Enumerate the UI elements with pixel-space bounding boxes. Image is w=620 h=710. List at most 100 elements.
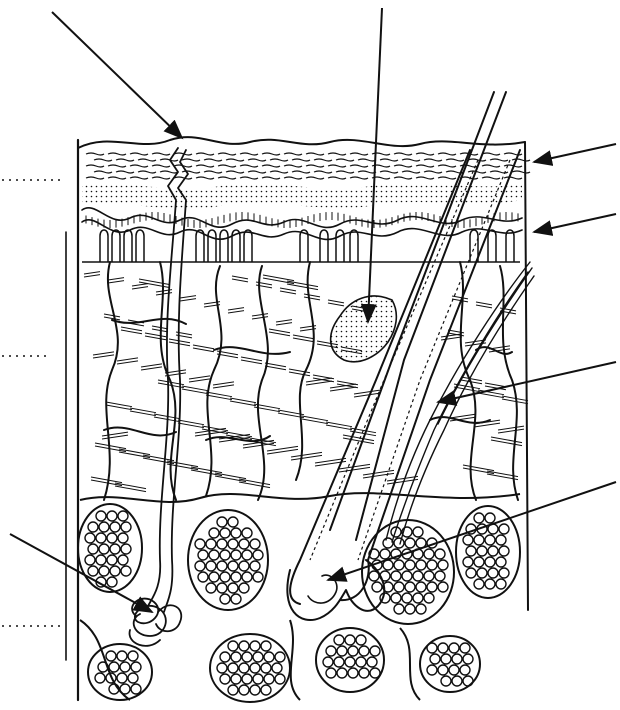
fat-cell <box>394 538 404 548</box>
corneum-stroke <box>358 171 376 173</box>
corneum-stroke <box>394 153 412 155</box>
fat-cell <box>463 676 473 686</box>
fibre-stroke <box>239 482 270 488</box>
subcutaneous-fat <box>78 493 520 702</box>
corneum-stroke <box>380 171 398 173</box>
fat-cell <box>231 674 241 684</box>
fat-cell <box>427 560 437 570</box>
fat-cell <box>452 654 462 664</box>
corneum-stroke <box>116 171 134 173</box>
fat-cell <box>337 646 347 656</box>
fat-cell <box>435 549 445 559</box>
fat-cell <box>326 668 336 678</box>
corneum-stroke <box>424 171 442 173</box>
fibre-stroke <box>119 452 150 458</box>
fat-cell <box>413 571 423 581</box>
fat-cell <box>380 593 390 603</box>
fibre-stroke <box>491 440 522 446</box>
corneum-stroke <box>270 159 288 161</box>
fibre-stroke <box>189 379 210 382</box>
fat-cell <box>107 511 117 521</box>
fat-cell <box>438 560 448 570</box>
fat-cell <box>488 568 498 578</box>
fat-cell <box>242 572 252 582</box>
corneum-stroke <box>130 177 148 179</box>
fat-cell <box>264 674 274 684</box>
fat-cell <box>474 513 484 523</box>
fibre-stroke <box>141 364 162 367</box>
fibre-stroke <box>343 435 374 441</box>
arrow-right-2 <box>534 214 616 232</box>
fat-cell <box>206 539 216 549</box>
fibre-stroke <box>132 284 148 286</box>
fat-cell <box>380 549 390 559</box>
fat-cell <box>334 635 344 645</box>
corneum-stroke <box>284 153 302 155</box>
fat-cell <box>228 583 238 593</box>
fat-cell <box>264 652 274 662</box>
fat-cell <box>110 566 120 576</box>
fat-cell <box>217 561 227 571</box>
corneum-stroke <box>270 171 288 173</box>
corneum-stroke <box>336 159 354 161</box>
fat-cell <box>228 685 238 695</box>
fat-cell <box>118 555 128 565</box>
fat-cell <box>239 583 249 593</box>
fat-cell <box>120 662 130 672</box>
corneum-stroke <box>416 165 434 167</box>
fibre-stroke <box>263 278 294 284</box>
fat-cell <box>460 665 470 675</box>
corneum-stroke <box>460 177 478 179</box>
corneum-stroke <box>226 159 244 161</box>
fibre-stroke <box>180 296 196 298</box>
fibre-stroke <box>115 486 146 492</box>
corneum-stroke <box>438 177 456 179</box>
corneum-stroke <box>350 153 368 155</box>
fat-cell <box>391 593 401 603</box>
fibre-stroke <box>215 476 246 482</box>
corneum-stroke <box>416 153 434 155</box>
fat-cell <box>250 539 260 549</box>
fat-cell <box>106 651 116 661</box>
fat-cell <box>496 579 506 589</box>
fat-cell <box>463 535 473 545</box>
fat-septum <box>400 628 420 700</box>
fat-cell <box>231 652 241 662</box>
fibre-stroke <box>104 314 120 317</box>
fat-cell <box>239 539 249 549</box>
fat-cell <box>250 561 260 571</box>
fat-cell <box>405 560 415 570</box>
papilla <box>488 230 496 262</box>
fibre-stroke <box>304 297 320 300</box>
fat-cell <box>463 557 473 567</box>
fat-cell <box>209 528 219 538</box>
fibre-stroke <box>213 382 234 385</box>
fat-cell <box>128 651 138 661</box>
fat-cell <box>337 668 347 678</box>
fat-cell <box>217 539 227 549</box>
fat-cell <box>261 663 271 673</box>
fat-cell <box>323 657 333 667</box>
fat-cell <box>499 524 509 534</box>
fat-cell <box>121 566 131 576</box>
corneum-stroke <box>248 171 266 173</box>
papilla <box>320 230 328 262</box>
fat-cell <box>466 568 476 578</box>
fat-cell <box>250 663 260 673</box>
corneum-stroke <box>416 177 434 179</box>
fat-cell <box>228 561 238 571</box>
corneum-stroke <box>482 177 500 179</box>
fat-cell <box>345 635 355 645</box>
fat-cell <box>405 538 415 548</box>
fat-cell <box>242 550 252 560</box>
corneum-stroke <box>328 153 346 155</box>
fat-cell <box>195 539 205 549</box>
fat-cell <box>253 674 263 684</box>
papilla <box>112 230 120 262</box>
fat-cell <box>195 561 205 571</box>
fibre-stroke <box>441 337 462 340</box>
corneum-stroke <box>86 153 104 155</box>
papilla <box>300 230 308 262</box>
corneum-stroke <box>86 177 104 179</box>
corneum-stroke <box>328 177 346 179</box>
